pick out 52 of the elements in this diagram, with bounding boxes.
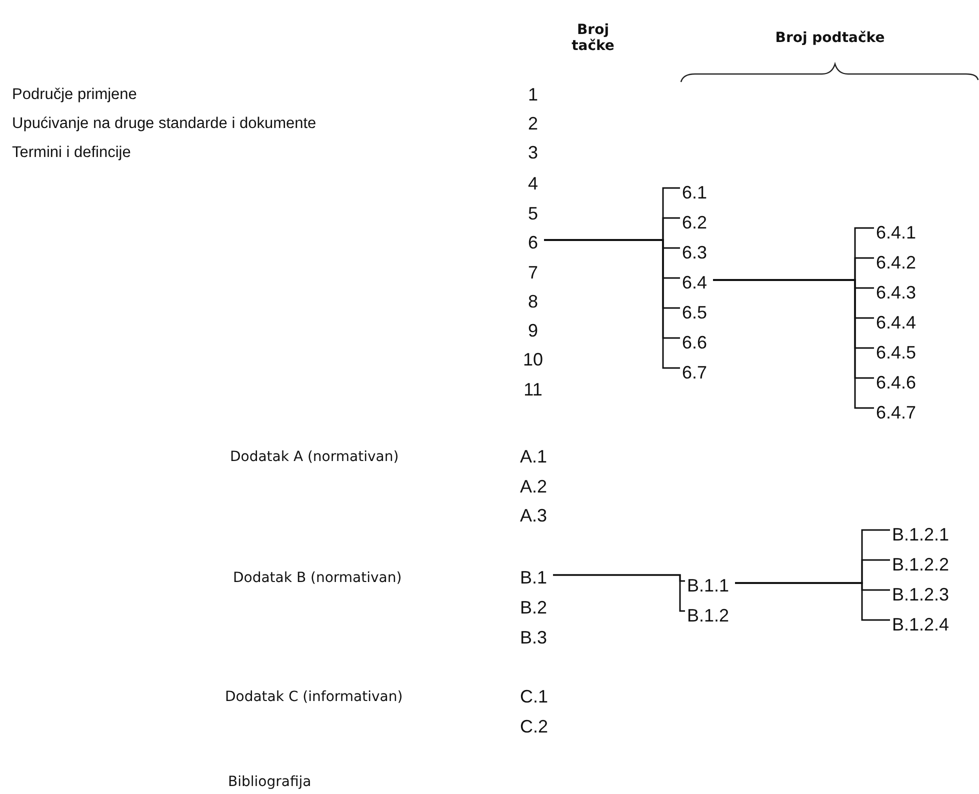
section-number: 6.4.3 (876, 282, 916, 304)
section-number: 6.1 (682, 182, 708, 204)
column-heading: Broj podtačke (775, 30, 885, 46)
section-title: Upućivanje na druge standarde i dokumente (12, 115, 316, 133)
section-number: 6.3 (682, 242, 708, 264)
section-number: B.1.2.2 (892, 554, 950, 576)
section-number: B.1.1 (687, 576, 730, 596)
section-number: A.1 (520, 446, 548, 468)
section-number: 6.6 (682, 332, 708, 354)
section-number: C.1 (520, 686, 548, 708)
section-number: 6 (528, 232, 538, 254)
section-number: A.3 (520, 506, 548, 526)
annex-title: Dodatak A (normativan) (230, 448, 399, 466)
section-number: 6.5 (682, 302, 708, 324)
section-number: 4 (528, 174, 538, 194)
section-number: 8 (528, 292, 538, 312)
section-number: B.1 (520, 568, 548, 588)
section-number: 6.4.2 (876, 252, 916, 274)
section-number: 6.4.6 (876, 372, 916, 394)
connector-line (735, 582, 890, 621)
section-number: B.1.2.4 (892, 614, 950, 636)
annex-title: Bibliografija (228, 774, 312, 790)
section-number: 7 (528, 262, 538, 284)
section-number: 5 (528, 204, 538, 224)
section-title: Područje primjene (12, 86, 137, 104)
annex-title: Dodatak C (informativan) (225, 688, 403, 706)
section-number: 6.4 (682, 272, 708, 294)
section-number: 6.7 (682, 362, 708, 384)
section-number: 9 (528, 320, 538, 342)
section-number: 6.4.5 (876, 342, 916, 364)
annex-title: Dodatak B (normativan) (233, 570, 402, 586)
section-number: B.2 (520, 598, 548, 618)
section-number: A.2 (520, 476, 548, 498)
connector-line (553, 574, 685, 612)
section-number: B.1.2 (687, 606, 730, 626)
column-heading: Broj tačke (570, 22, 616, 54)
section-number: B.1.2.3 (892, 584, 950, 606)
section-number: 6.4.7 (876, 402, 916, 424)
connector-line (544, 239, 680, 369)
section-number: 6.4.4 (876, 312, 916, 334)
section-number: 6.4.1 (876, 222, 916, 244)
section-title: Termini i defincije (12, 144, 131, 162)
section-number: B.3 (520, 628, 548, 648)
section-number: 1 (528, 84, 538, 106)
section-number: 10 (522, 350, 544, 370)
section-number: 6.2 (682, 212, 708, 234)
section-number: 11 (524, 380, 542, 400)
section-number: 3 (528, 142, 538, 164)
section-number: C.2 (520, 716, 548, 738)
connector-line (713, 279, 874, 409)
section-number: B.1.2.1 (892, 524, 950, 546)
section-number: 2 (528, 114, 538, 134)
